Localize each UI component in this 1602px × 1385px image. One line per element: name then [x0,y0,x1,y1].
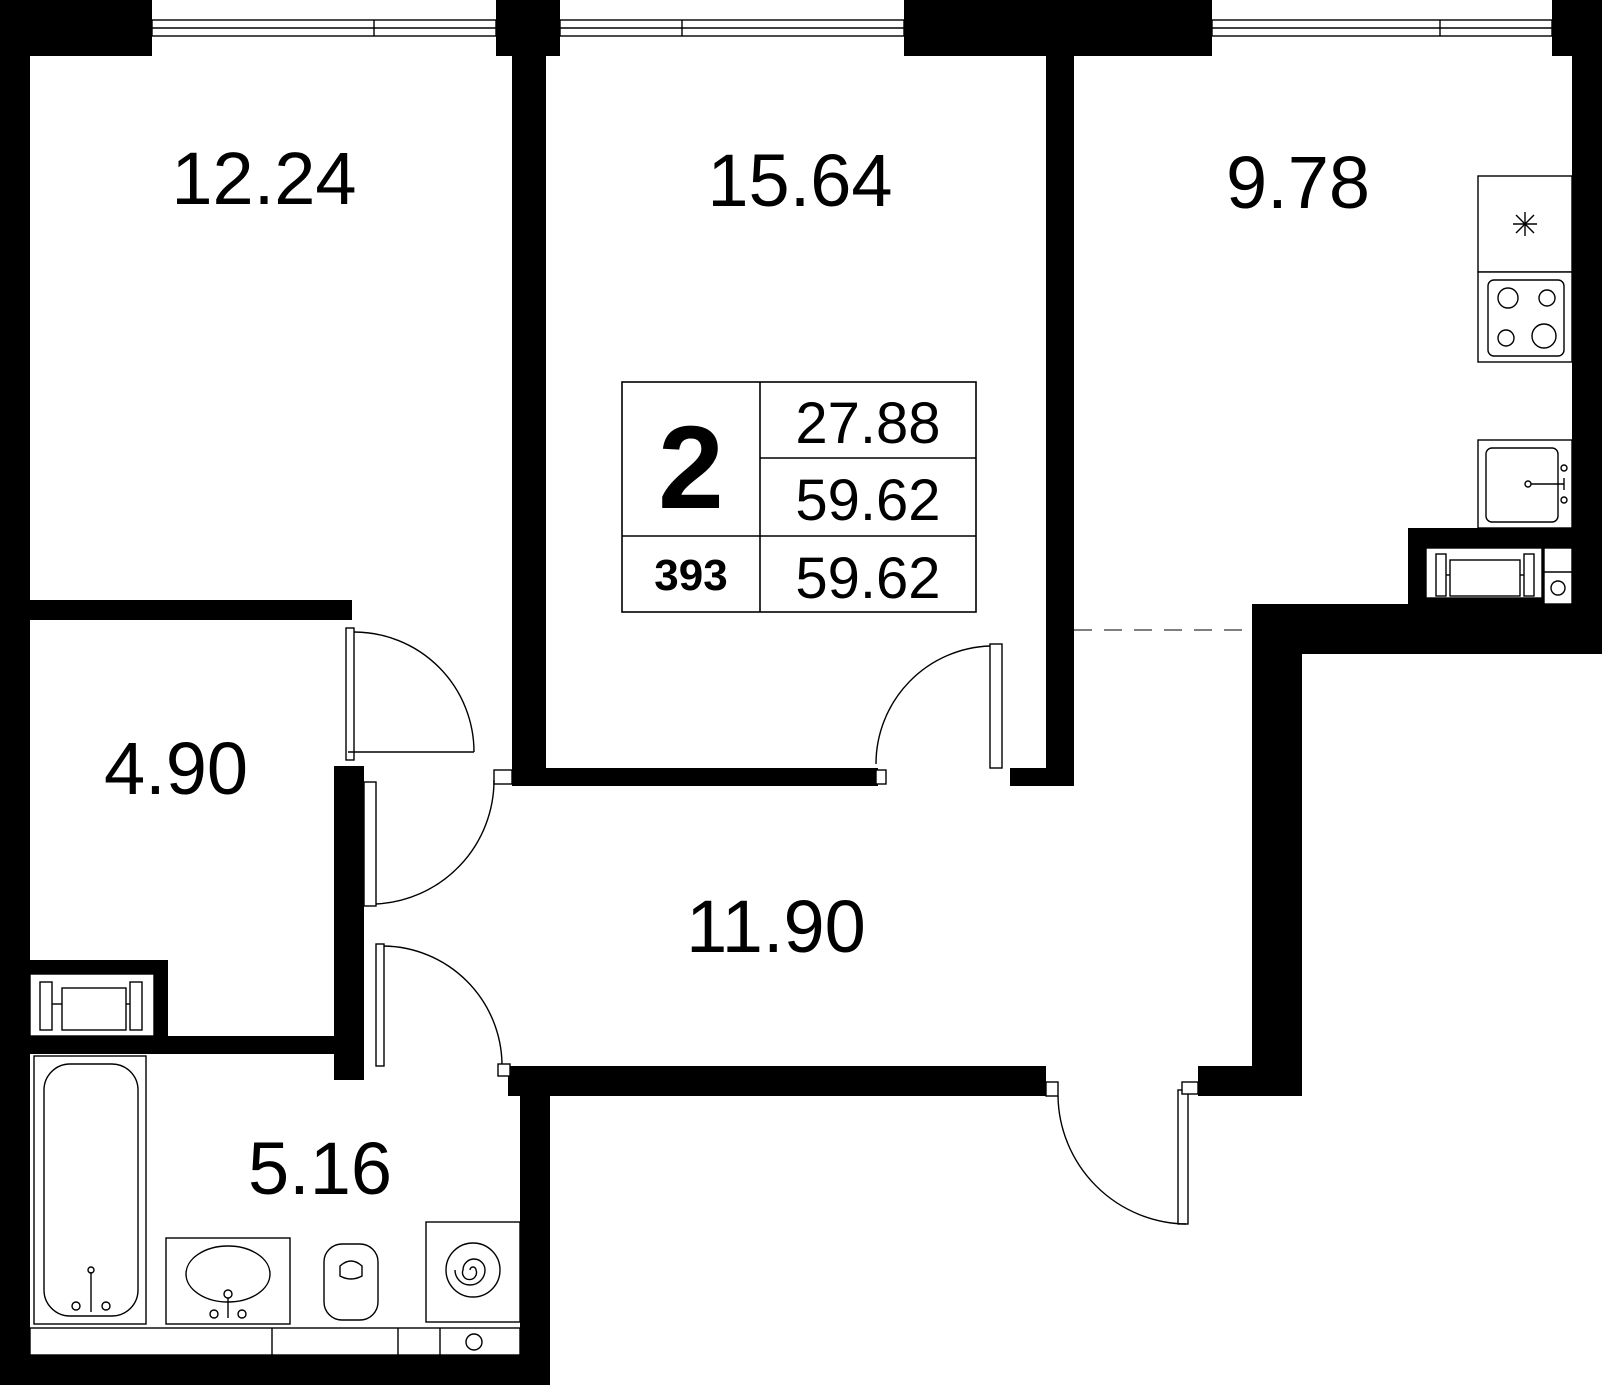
washer-nook-icon [29,973,155,1037]
washbasin-icon [165,1237,291,1325]
area-hallway: 11.90 [686,885,866,968]
window-bedroom-center [559,19,905,37]
sink-icon [1477,439,1573,529]
doors [345,627,1252,1225]
area-bedroom-left: 12.24 [171,137,356,220]
area-kitchen: 9.78 [1226,141,1370,224]
hood-icon [1477,175,1573,273]
door-bedroom-left [345,627,513,785]
washing-machine-icon [425,1221,521,1323]
area-bathroom: 5.16 [248,1127,392,1210]
window-bedroom-left [151,19,497,37]
summary-box: 2 27.88 59.62 393 59.62 [621,381,977,613]
bathroom-fixtures [29,973,521,1356]
windows [151,19,1553,37]
washer-kitchen-icon [1425,547,1573,605]
toilet-icon [323,1243,379,1321]
living-area: 27.88 [795,391,940,456]
room-labels: 12.24 15.64 9.78 4.90 11.90 5.16 [104,137,1370,1210]
total-area-2: 59.62 [795,546,940,611]
bathtub-icon [33,1055,147,1325]
bathroom-counter [29,1327,521,1356]
window-kitchen [1211,19,1553,37]
stove-icon [1477,271,1573,363]
area-bedroom-center: 15.64 [707,139,892,222]
door-bathroom [375,943,511,1077]
door-storage [363,779,495,907]
door-bedroom-center [875,643,1003,785]
rooms-count: 2 [658,402,724,534]
total-area: 59.62 [795,468,940,533]
kitchen-fixtures [1425,175,1573,605]
unit-number: 393 [654,551,727,600]
area-storage: 4.90 [104,727,248,810]
door-entrance [1045,1081,1199,1225]
